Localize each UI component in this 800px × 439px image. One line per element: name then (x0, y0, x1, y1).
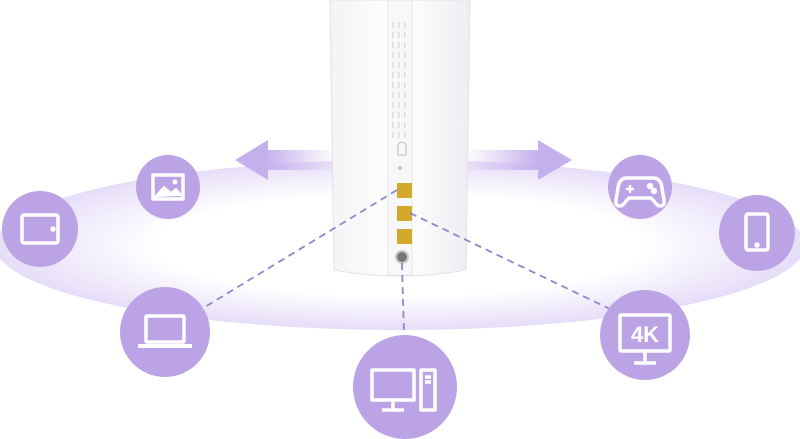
vent-hole (392, 52, 394, 58)
vent-hole (392, 92, 394, 98)
gamepad-icon (614, 176, 666, 208)
desktop-computer-icon (370, 368, 437, 412)
laptop-icon (138, 314, 192, 348)
cable-lines (199, 189, 613, 336)
vent-hole (404, 82, 406, 88)
vent-hole (398, 42, 400, 48)
vent-hole (392, 32, 394, 38)
device-tablet-right (719, 195, 795, 271)
device-photo (136, 155, 200, 219)
ethernet-port-2 (397, 206, 412, 221)
vent-hole (392, 72, 394, 78)
vent-hole (392, 102, 394, 108)
device-laptop (120, 287, 210, 377)
vent-hole (392, 42, 394, 48)
vent-hole (398, 92, 400, 98)
power-port (395, 250, 409, 264)
vent-hole (398, 112, 400, 118)
tablet-icon (744, 212, 770, 252)
vent-hole (404, 62, 406, 68)
vent-hole (404, 32, 406, 38)
monitor-4k-icon (618, 313, 672, 365)
device-tablet-left (2, 191, 78, 267)
image-icon (151, 173, 185, 201)
vent-hole (398, 22, 400, 28)
vent-hole (404, 102, 406, 108)
vent-hole (398, 102, 400, 108)
vent-hole (404, 22, 406, 28)
vent-hole (398, 122, 400, 128)
ethernet-port-1 (397, 183, 412, 198)
vent-hole (392, 82, 394, 88)
device-tv-4k (600, 290, 690, 380)
device-desktop (353, 335, 457, 439)
signal-arrow-right (465, 140, 572, 180)
vent-hole (398, 52, 400, 58)
vent-hole (398, 62, 400, 68)
vent-hole (404, 72, 406, 78)
vent-hole (398, 132, 400, 138)
vent-hole (404, 132, 406, 138)
vent-hole (398, 72, 400, 78)
vent-hole (404, 52, 406, 58)
vent-hole (404, 42, 406, 48)
vent-hole (398, 32, 400, 38)
signal-arrow-left (235, 140, 335, 180)
4k-label: 4K (631, 322, 659, 347)
vent-hole (392, 132, 394, 138)
vent-hole (392, 62, 394, 68)
tablet-icon (20, 213, 60, 245)
router (329, 0, 471, 277)
vent-hole (392, 112, 394, 118)
vent-hole (392, 22, 394, 28)
vent-hole (404, 122, 406, 128)
vent-hole (404, 112, 406, 118)
vent-hole (398, 82, 400, 88)
vent-hole (404, 92, 406, 98)
vent-holes (392, 22, 406, 138)
ethernet-port-3 (397, 229, 412, 244)
vent-hole (392, 122, 394, 128)
